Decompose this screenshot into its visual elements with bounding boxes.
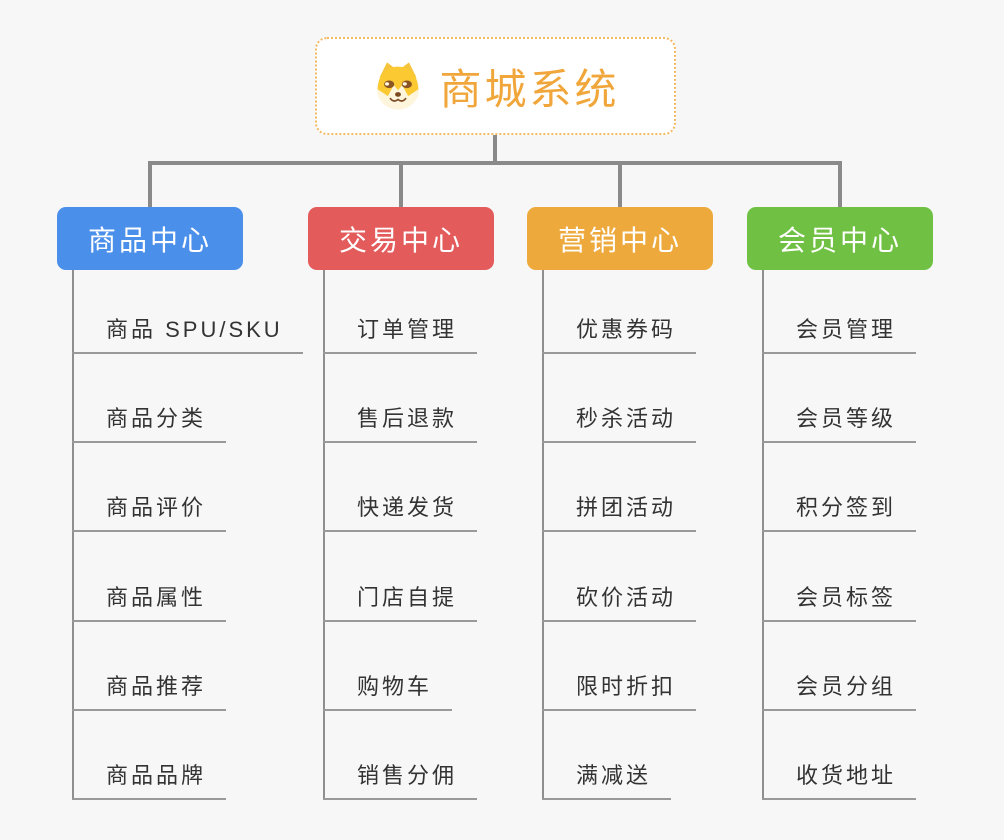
child-topic[interactable]: 会员等级	[762, 401, 917, 443]
child-topic[interactable]: 会员管理	[762, 312, 917, 354]
child-row: 秒杀活动	[542, 354, 697, 443]
connector-branch-stub	[838, 161, 842, 207]
branch-children: 商品 SPU/SKU 商品分类商品评价商品属性商品推荐商品品牌	[72, 270, 303, 800]
child-row: 售后退款	[323, 354, 478, 443]
connector-bus	[149, 161, 841, 165]
child-topic[interactable]: 限时折扣	[542, 669, 697, 711]
child-row: 销售分佣	[323, 711, 478, 800]
connector-branch-stub	[399, 161, 403, 207]
branch-children: 订单管理售后退款快递发货门店自提购物车销售分佣	[323, 270, 478, 800]
child-topic[interactable]: 拼团活动	[542, 490, 697, 532]
child-row: 会员分组	[762, 622, 917, 711]
child-topic[interactable]: 快递发货	[323, 490, 478, 532]
child-topic[interactable]: 商品推荐	[72, 669, 227, 711]
child-row: 快递发货	[323, 443, 478, 532]
child-topic[interactable]: 砍价活动	[542, 580, 697, 622]
branch-children: 会员管理会员等级积分签到会员标签会员分组收货地址	[762, 270, 917, 800]
child-topic[interactable]: 会员分组	[762, 669, 917, 711]
branch-spine	[323, 270, 325, 800]
child-row: 购物车	[323, 622, 453, 711]
connector-branch-stub	[618, 161, 622, 207]
branch-label: 商品中心	[87, 224, 212, 256]
child-topic[interactable]: 满减送	[542, 758, 672, 800]
branch-spine	[762, 270, 764, 800]
child-topic[interactable]: 销售分佣	[323, 758, 478, 800]
child-row: 积分签到	[762, 443, 917, 532]
child-row: 订单管理	[323, 270, 478, 354]
child-topic[interactable]: 门店自提	[323, 580, 478, 622]
child-topic[interactable]: 订单管理	[323, 312, 478, 354]
child-row: 门店自提	[323, 532, 478, 622]
child-topic[interactable]: 商品品牌	[72, 758, 227, 800]
branch-node[interactable]: 会员中心	[747, 207, 933, 270]
child-row: 拼团活动	[542, 443, 697, 532]
child-row: 会员等级	[762, 354, 917, 443]
connector-root-stub	[493, 135, 497, 165]
child-topic[interactable]: 售后退款	[323, 401, 478, 443]
root-title: 商城系统	[439, 65, 620, 113]
child-row: 商品推荐	[72, 622, 227, 711]
child-row: 优惠券码	[542, 270, 697, 354]
child-row: 收货地址	[762, 711, 917, 800]
child-topic[interactable]: 商品 SPU/SKU	[72, 312, 303, 354]
branch-children: 优惠券码秒杀活动拼团活动砍价活动限时折扣满减送	[542, 270, 697, 800]
child-row: 商品 SPU/SKU	[72, 270, 303, 354]
branch-node[interactable]: 商品中心	[57, 207, 243, 270]
child-topic[interactable]: 会员标签	[762, 580, 917, 622]
branch-label: 会员中心	[777, 224, 902, 256]
child-row: 限时折扣	[542, 622, 697, 711]
branch-spine	[542, 270, 544, 800]
child-topic[interactable]: 购物车	[323, 669, 453, 711]
child-topic[interactable]: 秒杀活动	[542, 401, 697, 443]
child-row: 会员标签	[762, 532, 917, 622]
child-row: 满减送	[542, 711, 672, 800]
dog-face-icon	[371, 59, 425, 113]
branch-spine	[72, 270, 74, 800]
branch-node[interactable]: 交易中心	[308, 207, 494, 270]
child-row: 会员管理	[762, 270, 917, 354]
child-row: 商品分类	[72, 354, 227, 443]
branch-label: 营销中心	[557, 224, 682, 256]
connector-branch-stub	[148, 161, 152, 207]
child-topic[interactable]: 积分签到	[762, 490, 917, 532]
child-topic[interactable]: 收货地址	[762, 758, 917, 800]
child-topic[interactable]: 商品属性	[72, 580, 227, 622]
root-node[interactable]: 商城系统	[315, 37, 676, 135]
child-topic[interactable]: 优惠券码	[542, 312, 697, 354]
child-row: 商品评价	[72, 443, 227, 532]
branch-node[interactable]: 营销中心	[527, 207, 713, 270]
child-topic[interactable]: 商品分类	[72, 401, 227, 443]
child-row: 商品属性	[72, 532, 227, 622]
child-row: 砍价活动	[542, 532, 697, 622]
child-topic[interactable]: 商品评价	[72, 490, 227, 532]
child-row: 商品品牌	[72, 711, 227, 800]
branch-label: 交易中心	[338, 224, 463, 256]
